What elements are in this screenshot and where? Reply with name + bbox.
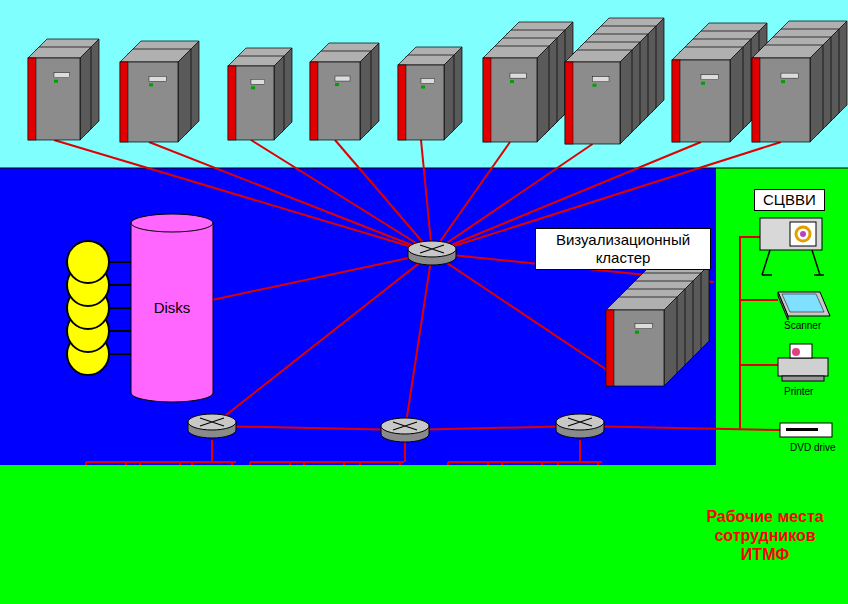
network-cable	[250, 461, 404, 463]
server-rack	[228, 48, 292, 140]
network-cable	[448, 461, 602, 463]
printer-icon	[778, 344, 828, 381]
server-rack	[606, 265, 709, 386]
node-label: Визуализационный кластер	[540, 231, 706, 267]
node-label: СЦВВИ	[763, 191, 816, 209]
server-rack	[672, 23, 767, 142]
server-rack	[120, 41, 199, 142]
router-symbol	[556, 414, 604, 438]
workplace-band: Рабочие места сотрудников ИТМФ	[0, 465, 848, 604]
network-cable	[404, 440, 406, 462]
server-band	[0, 0, 848, 168]
network-cable	[335, 140, 432, 253]
server-rack	[398, 47, 462, 140]
scanner-icon	[778, 292, 830, 320]
network-cable	[212, 253, 432, 300]
router-symbol	[381, 418, 429, 442]
router-symbol	[188, 414, 236, 438]
router-symbol	[408, 241, 456, 265]
label-box: СЦВВИ	[754, 189, 825, 211]
network-cable	[580, 426, 780, 430]
network-cable	[54, 140, 432, 253]
region-title: Рабочие места сотрудников ИТМФ	[690, 507, 840, 565]
cluster-label-box: Визуализационный кластер	[535, 228, 711, 270]
network-cable	[740, 364, 778, 366]
device-label: DVD drive	[790, 442, 836, 453]
dvd-drive-icon	[780, 423, 832, 437]
device-label: Printer	[784, 386, 813, 397]
peripheral-band	[716, 168, 848, 465]
server-rack	[565, 18, 664, 144]
network-cable	[421, 140, 432, 253]
plotter-icon	[760, 218, 824, 275]
network-cable	[740, 237, 760, 430]
device-label: Scanner	[784, 320, 821, 331]
network-cable	[579, 440, 581, 462]
network-cable	[405, 253, 432, 430]
network-cable	[86, 461, 236, 463]
server-rack	[752, 21, 847, 142]
server-rack	[483, 22, 573, 142]
network-cable	[211, 440, 213, 462]
node-label: Disks	[154, 299, 191, 317]
network-cable	[432, 253, 610, 372]
network-band	[0, 168, 716, 465]
network-cable	[251, 140, 432, 253]
network-cable	[212, 253, 432, 426]
network-cable	[740, 299, 778, 301]
server-rack	[28, 39, 99, 140]
disk-stack	[67, 241, 132, 375]
server-rack	[310, 43, 379, 140]
disk-cylinder: Disks	[130, 213, 214, 403]
